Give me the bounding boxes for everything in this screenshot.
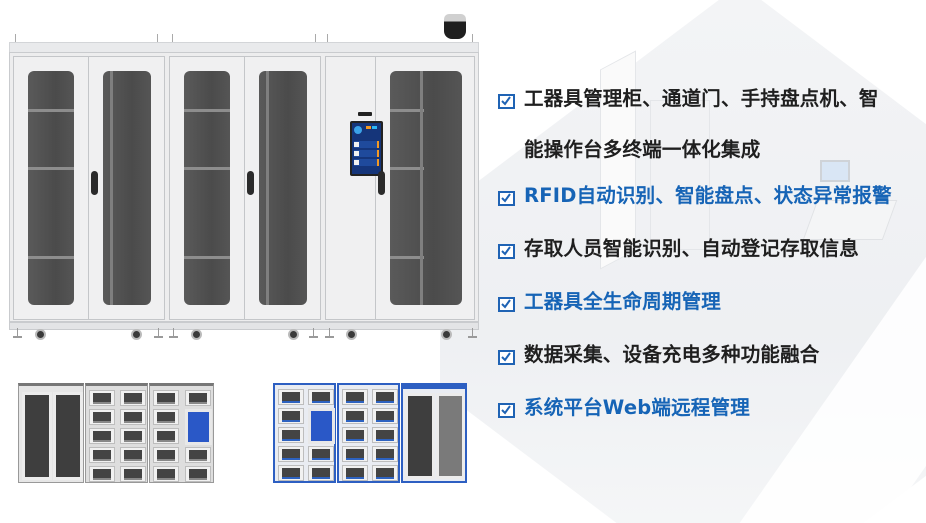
feature-item: 工器具管理柜、通道门、手持盘点机、智 能操作台多终端一体化集成 (498, 86, 926, 163)
feature-item: RFID自动识别、智能盘点、状态异常报警 (498, 183, 926, 209)
checkbox-checked-icon (498, 403, 515, 418)
feature-text: 系统平台Web端远程管理 (524, 396, 750, 419)
feature-text: 工器具管理柜、通道门、手持盘点机、智 能操作台多终端一体化集成 (524, 87, 879, 161)
control-panel (326, 57, 383, 319)
cabinet-unit-1 (13, 56, 165, 320)
camera-icon (444, 14, 466, 39)
checkbox-checked-icon (498, 191, 515, 206)
checkbox-checked-icon (498, 94, 515, 109)
feature-item: 存取人员智能识别、自动登记存取信息 (498, 236, 926, 262)
cabinet-unit-2 (169, 56, 321, 320)
checkbox-checked-icon (498, 350, 515, 365)
background-room-illustration (440, 0, 926, 523)
checkbox-checked-icon (498, 297, 515, 312)
feature-text: 工器具全生命周期管理 (524, 290, 722, 313)
cabinet-base (9, 322, 479, 330)
checkbox-checked-icon (498, 244, 515, 259)
glass-panel (259, 71, 307, 305)
door-handle (91, 171, 98, 195)
cabinet-door (14, 57, 89, 319)
cabinet-door (245, 57, 321, 319)
touchscreen-terminal (350, 121, 383, 176)
glass-panel (28, 71, 74, 305)
feature-item: 数据采集、设备充电多种功能融合 (498, 342, 926, 368)
main-tool-cabinet-image (9, 14, 479, 340)
cabinet-body (9, 52, 479, 322)
feature-text: 存取人员智能识别、自动登记存取信息 (524, 237, 859, 260)
card-reader (358, 112, 372, 116)
cabinet-door (376, 57, 476, 319)
feature-text: RFID自动识别、智能盘点、状态异常报警 (524, 184, 892, 207)
door-handle (378, 171, 385, 195)
feature-item: 系统平台Web端远程管理 (498, 395, 926, 421)
glass-panel (390, 71, 462, 305)
cabinet-door (89, 57, 165, 319)
cabinet-door (170, 57, 245, 319)
room-cabinet (650, 100, 710, 250)
gray-locker-cabinet-image (18, 383, 214, 487)
feature-item: 工器具全生命周期管理 (498, 289, 926, 315)
blue-locker-cabinet-image (273, 383, 467, 487)
feature-text: 数据采集、设备充电多种功能融合 (524, 343, 820, 366)
glass-panel (103, 71, 151, 305)
feature-list: 工器具管理柜、通道门、手持盘点机、智 能操作台多终端一体化集成 RFID自动识别… (498, 86, 926, 421)
room-monitor (820, 160, 850, 182)
glass-panel (184, 71, 230, 305)
door-handle (247, 171, 254, 195)
cabinet-unit-3 (325, 56, 475, 320)
